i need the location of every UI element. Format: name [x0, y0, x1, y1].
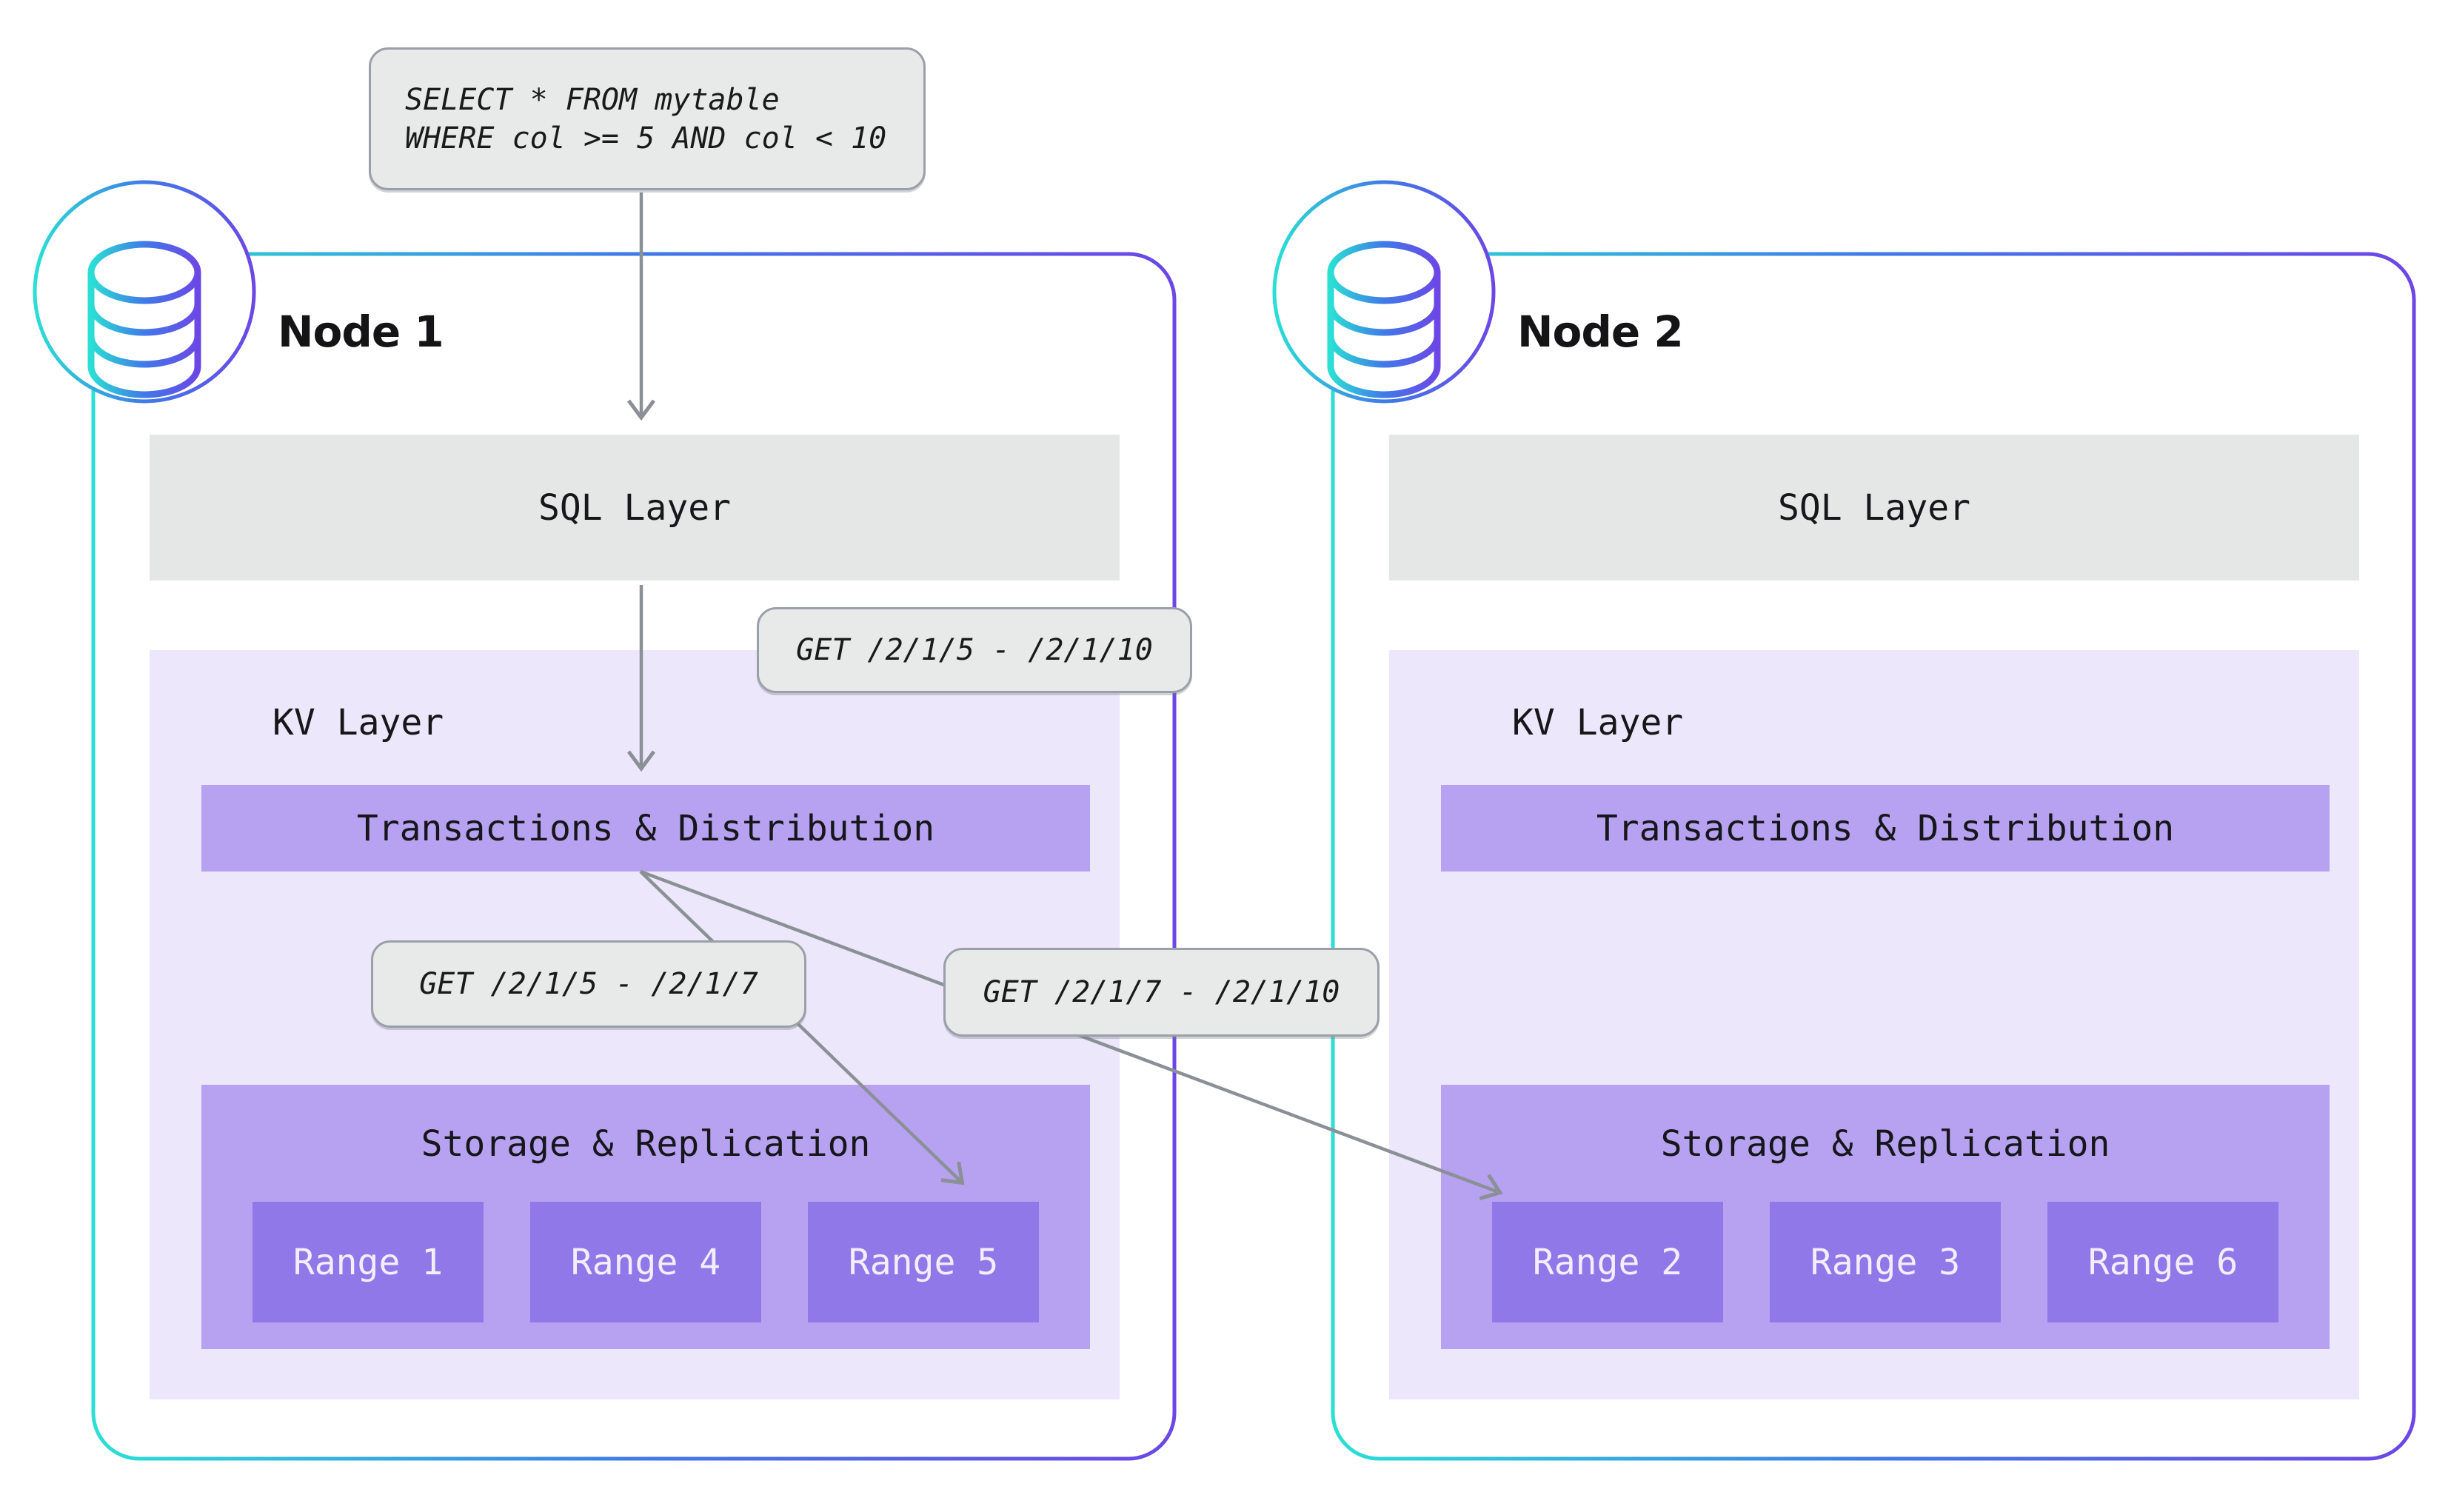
sql-layer-label: SQL Layer — [538, 486, 732, 529]
database-icon — [1327, 241, 1441, 398]
get-label: GET /2/1/5 - /2/1/7 — [419, 967, 758, 1001]
range-box: Range 2 — [1492, 1202, 1723, 1322]
range-box: Range 3 — [1770, 1202, 2001, 1322]
database-icon — [87, 241, 201, 398]
query-line: WHERE col >= 5 AND col < 10 — [405, 121, 887, 155]
get-label: GET /2/1/5 - /2/1/10 — [796, 633, 1153, 667]
range-label: Range 6 — [2087, 1241, 2238, 1283]
range-label: Range 4 — [570, 1241, 721, 1283]
sql-query-annotation: SELECT * FROM mytable WHERE col >= 5 AND… — [369, 47, 926, 190]
range-box: Range 4 — [530, 1202, 761, 1322]
node-1-icon-circle — [33, 180, 256, 404]
get-left-range-annotation: GET /2/1/5 - /2/1/7 — [371, 940, 806, 1028]
kv-layer-label: KV Layer — [272, 702, 444, 743]
get-label: GET /2/1/7 - /2/1/10 — [983, 975, 1340, 1009]
node-1-transactions-bar: Transactions & Distribution — [201, 785, 1090, 872]
range-label: Range 5 — [848, 1241, 999, 1283]
get-full-range-annotation: GET /2/1/5 - /2/1/10 — [757, 607, 1192, 693]
range-label: Range 1 — [292, 1241, 444, 1283]
get-right-range-annotation: GET /2/1/7 - /2/1/10 — [943, 948, 1380, 1037]
node-2-transactions-bar: Transactions & Distribution — [1441, 785, 2330, 872]
transactions-label: Transactions & Distribution — [1596, 807, 2175, 849]
node-2-title: Node 2 — [1517, 307, 1684, 357]
range-box: Range 5 — [808, 1202, 1039, 1322]
node-1-sql-layer: SQL Layer — [150, 435, 1120, 581]
storage-label: Storage & Replication — [1660, 1123, 2110, 1165]
kv-layer-label: KV Layer — [1512, 702, 1684, 743]
node-2-sql-layer: SQL Layer — [1389, 435, 2359, 581]
node-2-icon-circle — [1272, 180, 1496, 404]
range-box: Range 1 — [253, 1202, 484, 1322]
transactions-label: Transactions & Distribution — [356, 807, 935, 849]
range-label: Range 3 — [1810, 1241, 1961, 1283]
storage-label: Storage & Replication — [421, 1123, 871, 1165]
query-line: SELECT * FROM mytable — [405, 82, 780, 117]
range-label: Range 2 — [1532, 1241, 1683, 1283]
range-box: Range 6 — [2047, 1202, 2278, 1322]
sql-layer-label: SQL Layer — [1777, 486, 1971, 529]
node-1-title: Node 1 — [278, 307, 444, 357]
